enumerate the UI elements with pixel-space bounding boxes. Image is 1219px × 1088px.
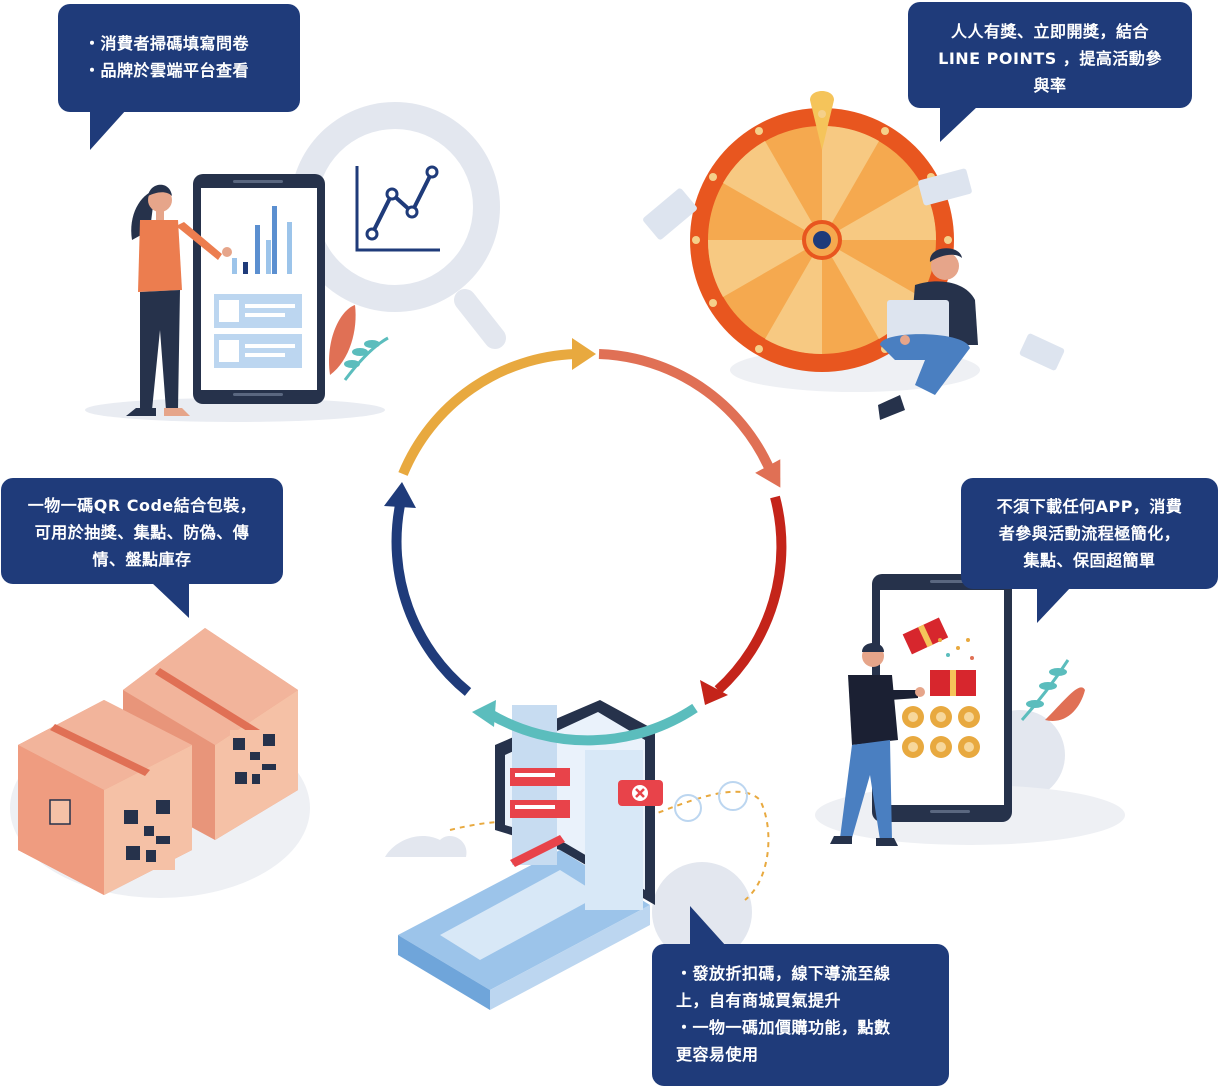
cycle-arrow-navy (391, 504, 472, 696)
cycle-arrow-salmon (598, 349, 775, 473)
lottery-line-3: 與率 (1033, 76, 1067, 95)
survey-scene (85, 102, 506, 422)
cycle-arrow-red (714, 495, 787, 694)
cycle-arrow-teal (487, 703, 698, 746)
coupon-line-2: 上，自有商城買氣提升 (676, 991, 842, 1010)
lottery-line-2: LINE POINTS ，提高活動參 (938, 49, 1162, 68)
man-standing-figure (830, 643, 925, 846)
packaging-line-1: 一物一碼QR Code結合包裝， (27, 496, 257, 515)
survey-phone (193, 174, 325, 404)
noapp-line-2: 者參與活動流程極簡化， (998, 524, 1181, 543)
gift-phone-scene (815, 574, 1125, 846)
noapp-line-1: 不須下載任何APP，消費 (996, 497, 1183, 516)
lottery-bubble: 人人有獎、立即開獎，結合 LINE POINTS ，提高活動參 與率 (908, 2, 1192, 142)
noapp-line-3: 集點、保固超簡單 (1023, 551, 1156, 570)
survey-bubble: ・消費者掃碼填寫問卷 ・品牌於雲端平台查看 (58, 4, 300, 150)
qr-box-scene (10, 628, 310, 898)
survey-line-1: ・消費者掃碼填寫問卷 (84, 34, 250, 53)
leaf-decoration (1020, 659, 1085, 722)
prize-wheel-scene (643, 91, 1065, 420)
laptop-coupon-scene (385, 700, 770, 1010)
leaf-decoration (329, 305, 389, 381)
cycle-arrows-icon (384, 338, 787, 746)
packaging-bubble: 一物一碼QR Code結合包裝， 可用於抽獎、集點、防偽、傳 情、盤點庫存 (1, 478, 283, 618)
magnifier-chart-icon (290, 102, 506, 349)
laptop-coupon-icon (398, 700, 748, 1010)
coupon-line-3: ・一物一碼加價購功能，點數 (676, 1018, 891, 1037)
money-bill-icon (643, 168, 1065, 371)
qr-box-icon (18, 628, 298, 895)
woman-figure (126, 184, 232, 416)
coupon-bubble: ・發放折扣碼，線下導流至線 上，自有商城買氣提升 ・一物一碼加價購功能，點數 更… (652, 906, 949, 1086)
cycle-arrow-orange (398, 349, 576, 476)
packaging-line-3: 情、盤點庫存 (92, 550, 192, 569)
lottery-line-1: 人人有獎、立即開獎，結合 (950, 22, 1149, 41)
packaging-line-2: 可用於抽獎、集點、防偽、傳 (34, 523, 250, 542)
survey-line-2: ・品牌於雲端平台查看 (84, 61, 250, 80)
man-laptop-figure (878, 248, 978, 420)
coupon-line-1: ・發放折扣碼，線下導流至線 (676, 964, 891, 983)
coupon-line-4: 更容易使用 (676, 1045, 759, 1064)
noapp-bubble: 不須下載任何APP，消費 者參與活動流程極簡化， 集點、保固超簡單 (961, 478, 1218, 623)
